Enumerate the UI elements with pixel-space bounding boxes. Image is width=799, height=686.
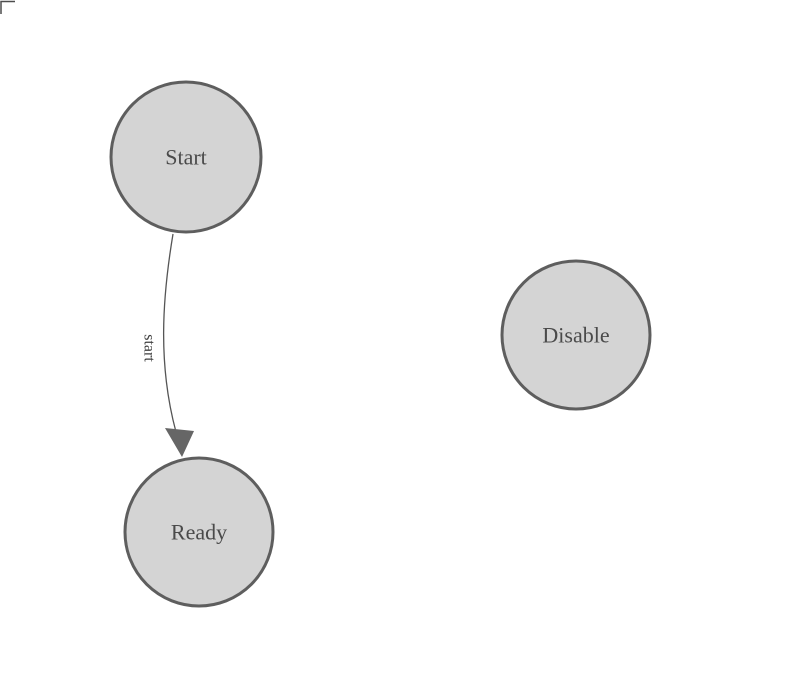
edge-line[interactable] (162, 233, 177, 433)
node-ready-circle[interactable] (123, 456, 275, 608)
edge-arrowhead-icon (165, 428, 194, 457)
edge-label[interactable]: start (141, 334, 158, 362)
corner-crop-mark (0, 0, 15, 14)
node-ready[interactable]: Ready (123, 456, 275, 608)
node-start[interactable]: Start (109, 80, 263, 234)
edge-start-to-ready[interactable]: start (141, 233, 195, 457)
node-disable-circle[interactable] (500, 259, 652, 411)
node-start-circle[interactable] (109, 80, 263, 234)
node-disable[interactable]: Disable (500, 259, 652, 411)
